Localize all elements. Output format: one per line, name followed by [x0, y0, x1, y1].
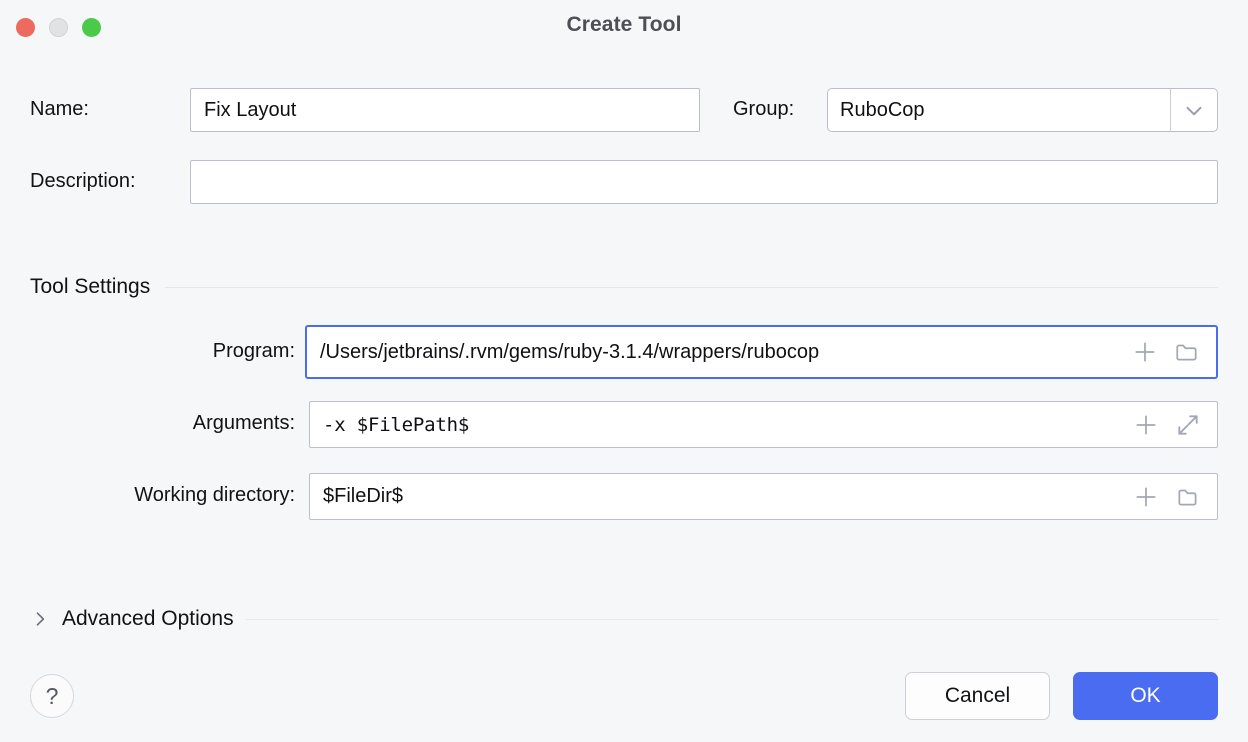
title-bar: Create Tool [0, 0, 1248, 58]
advanced-options-label: Advanced Options [62, 607, 234, 630]
working-directory-input-value: $FileDir$ [323, 485, 404, 507]
program-field-icons [1132, 339, 1216, 365]
group-label: Group: [733, 98, 795, 120]
group-combobox[interactable]: RuboCop [827, 88, 1218, 132]
arguments-input[interactable]: -x $FilePath$ [309, 401, 1218, 448]
program-label: Program: [212, 340, 295, 362]
cancel-button-label: Cancel [944, 684, 1011, 707]
plus-icon[interactable] [1132, 339, 1158, 365]
arguments-label: Arguments: [192, 412, 295, 434]
chevron-right-icon [36, 612, 45, 626]
tool-settings-title: Tool Settings [30, 275, 151, 298]
window-controls [16, 18, 101, 37]
help-button[interactable]: ? [30, 674, 74, 718]
group-combobox-value: RuboCop [840, 98, 925, 121]
advanced-options-divider [245, 618, 1218, 620]
plus-icon[interactable] [1133, 484, 1159, 510]
section-divider [165, 286, 1218, 288]
plus-icon[interactable] [1133, 412, 1159, 438]
working-directory-input[interactable]: $FileDir$ [309, 473, 1218, 520]
working-directory-label: Working directory: [134, 484, 295, 506]
name-input[interactable]: Fix Layout [190, 88, 700, 132]
working-directory-field-icons [1133, 484, 1217, 510]
minimize-button[interactable] [49, 18, 68, 37]
ok-button[interactable]: OK [1073, 672, 1218, 720]
ok-button-label: OK [1130, 684, 1161, 707]
program-input[interactable]: /Users/jetbrains/.rvm/gems/ruby-3.1.4/wr… [305, 325, 1218, 379]
chevron-down-icon [1186, 106, 1202, 116]
zoom-button[interactable] [82, 18, 101, 37]
name-input-value: Fix Layout [204, 98, 297, 121]
close-button[interactable] [16, 18, 35, 37]
description-label: Description: [30, 170, 136, 192]
arguments-input-value: -x $FilePath$ [323, 413, 470, 436]
cancel-button[interactable]: Cancel [905, 672, 1050, 720]
window-title: Create Tool [566, 13, 682, 36]
tool-settings-section-header: Tool Settings [30, 275, 1218, 299]
folder-icon[interactable] [1175, 484, 1201, 510]
advanced-options-toggle[interactable]: Advanced Options [30, 607, 1218, 631]
program-input-value: /Users/jetbrains/.rvm/gems/ruby-3.1.4/wr… [320, 340, 820, 363]
help-icon: ? [45, 682, 59, 709]
expand-icon[interactable] [1175, 412, 1201, 438]
description-input[interactable] [190, 160, 1218, 204]
folder-icon[interactable] [1174, 339, 1200, 365]
group-dropdown-button[interactable] [1170, 89, 1217, 131]
name-label: Name: [30, 98, 89, 120]
arguments-field-icons [1133, 412, 1217, 438]
